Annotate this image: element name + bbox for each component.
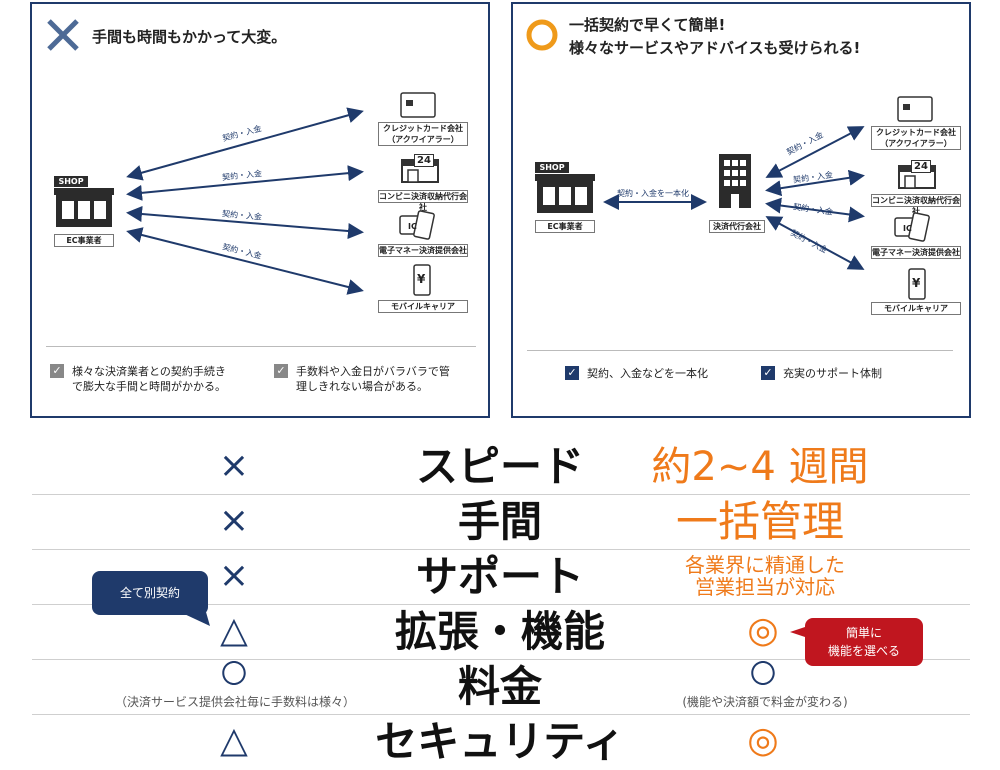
ic-card-icon — [894, 212, 930, 242]
bubble-tail — [790, 626, 808, 638]
check-icon: ✓ — [274, 364, 288, 378]
service-label-credit: クレジットカード会社 （アクワイアラー） — [378, 122, 468, 146]
ic-label: IC — [903, 224, 912, 233]
right-comparison-panel: 一括契約で早くて簡単! 様々なサービスやアドバイスも受けられる! SHOP EC… — [511, 2, 971, 418]
contract-arrows — [126, 107, 364, 295]
left-mark-triangle: △ — [220, 720, 248, 761]
building-icon — [719, 154, 751, 208]
category-extension: 拡張・機能 — [394, 607, 605, 656]
left-note-fee: （決済サービス提供会社毎に手数料は様々） — [114, 695, 355, 709]
shop-icon: SHOP — [535, 162, 595, 214]
service-label-credit: クレジットカード会社 （アクワイアラー） — [871, 126, 961, 150]
store-number: 24 — [414, 154, 434, 167]
panel-divider — [527, 350, 953, 351]
ic-card-icon — [399, 210, 435, 240]
service-label-emoney: 電子マネー決済提供会社 — [378, 244, 468, 257]
right-mark-double-circle: ◎ — [747, 610, 779, 651]
right-bubble-text-line2: 機能を選べる — [827, 644, 900, 658]
shop-icon: SHOP — [54, 176, 114, 228]
shop-label: EC事業者 — [54, 234, 114, 247]
circle-icon — [526, 19, 558, 51]
right-panel-title-line1: 一括契約で早くて簡単! — [569, 16, 726, 34]
mobile-phone-icon — [413, 264, 431, 296]
check-text: 手数料や入金日がバラバラで管 理しきれない場合がある。 — [296, 365, 450, 393]
check-icon: ✓ — [565, 366, 579, 380]
row-divider — [32, 494, 970, 495]
row-divider — [32, 714, 970, 715]
cross-icon — [47, 19, 79, 51]
right-text-effort: 一括管理 — [675, 497, 844, 546]
service-label-convenience: コンビニ決済収納代行会社 — [378, 190, 468, 212]
left-mark-cross: × — [218, 555, 250, 596]
category-fee: 料金 — [457, 662, 542, 711]
right-bubble-text-line1: 簡単に — [845, 626, 882, 640]
shop-sign: SHOP — [535, 162, 569, 173]
credit-card-icon — [897, 96, 933, 122]
left-mark-cross: × — [218, 445, 250, 486]
left-mark-cross: × — [218, 500, 250, 541]
right-panel-title-line2: 様々なサービスやアドバイスも受けられる! — [569, 39, 861, 57]
panel-divider — [46, 346, 476, 347]
category-support: サポート — [415, 552, 584, 601]
credit-card-icon — [400, 92, 436, 118]
left-mark-triangle: △ — [220, 610, 248, 651]
row-divider — [32, 549, 970, 550]
right-text-support-line1: 各業界に精通した — [685, 553, 845, 577]
check-text: 契約、入金などを一本化 — [587, 367, 708, 380]
service-label-mobile: モバイルキャリア — [871, 302, 961, 315]
right-mark-circle: 〇 — [749, 660, 776, 690]
left-bubble-text: 全て別契約 — [119, 586, 180, 600]
agent-label: 決済代行会社 — [709, 220, 765, 233]
check-text: 充実のサポート体制 — [783, 367, 882, 380]
bubble-tail — [180, 612, 210, 626]
service-label-mobile: モバイルキャリア — [378, 300, 468, 313]
check-text: 様々な決済業者との契約手続き で膨大な手間と時間がかかる。 — [72, 365, 226, 393]
right-text-support-line2: 営業担当が対応 — [695, 575, 835, 599]
category-security: セキュリティ — [375, 717, 625, 766]
row-divider — [32, 659, 970, 660]
yen-sign: ¥ — [417, 272, 426, 286]
left-speech-bubble: 全て別契約 — [92, 571, 208, 615]
category-effort: 手間 — [457, 497, 542, 546]
right-note-fee: (機能や決済額で料金が変わる) — [682, 695, 848, 709]
left-comparison-panel: 手間も時間もかかって大変。 SHOP EC事業者 契約・入金 契約・入金 契約・… — [30, 2, 490, 418]
right-mark-double-circle: ◎ — [747, 720, 779, 761]
mobile-phone-icon — [908, 268, 926, 300]
row-divider — [32, 604, 970, 605]
left-panel-title: 手間も時間もかかって大変。 — [92, 28, 287, 46]
contract-arrows — [603, 126, 865, 270]
right-text-speed: 約2~4 週間 — [651, 444, 869, 490]
yen-sign: ¥ — [912, 276, 921, 290]
shop-label: EC事業者 — [535, 220, 595, 233]
service-label-convenience: コンビニ決済収納代行会社 — [871, 194, 961, 216]
category-speed: スピード — [415, 442, 584, 491]
shop-sign: SHOP — [54, 176, 88, 187]
right-speech-bubble: 簡単に 機能を選べる — [805, 618, 923, 666]
middle-arrow-label: 契約・入金を一本化 — [617, 189, 689, 198]
left-mark-circle: 〇 — [220, 660, 247, 690]
ic-label: IC — [408, 222, 417, 231]
service-label-emoney: 電子マネー決済提供会社 — [871, 246, 961, 259]
check-icon: ✓ — [761, 366, 775, 380]
check-icon: ✓ — [50, 364, 64, 378]
store-number: 24 — [911, 160, 931, 173]
